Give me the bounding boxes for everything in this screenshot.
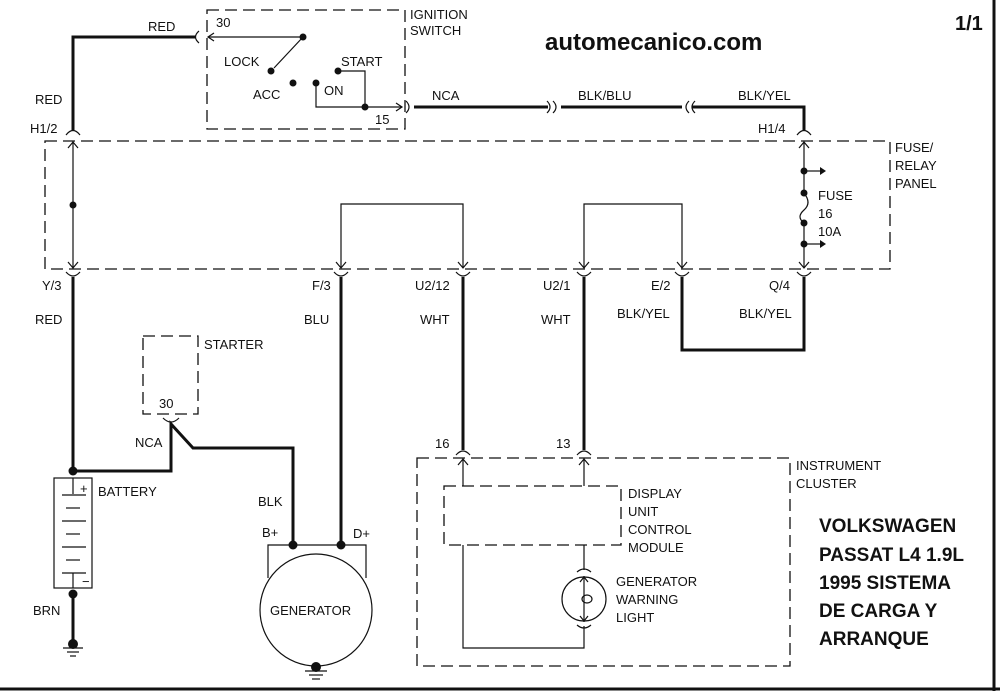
svg-text:B+: B+ [262,525,278,540]
svg-text:CONTROL: CONTROL [628,522,692,537]
svg-text:U2/1: U2/1 [543,278,570,293]
svg-text:MODULE: MODULE [628,540,684,555]
connector-15 [405,100,410,114]
svg-text:ON: ON [324,83,344,98]
wire-battery-starter-generator [73,420,295,545]
connector-30 [194,30,200,44]
svg-text:UNIT: UNIT [628,504,658,519]
wire-label: RED [148,19,175,34]
connector-h1-4 [796,129,812,136]
battery: + − BATTERY [53,466,157,599]
ground-icon [305,662,327,680]
svg-text:ACC: ACC [253,87,280,102]
svg-text:RELAY: RELAY [895,158,937,173]
connector-label: H1/2 [30,121,57,136]
svg-text:DISPLAY: DISPLAY [628,486,682,501]
wire-label: RED [35,312,62,327]
panel-bottom-connectors: Y/3 F/3 U2/12 U2/1 E/2 Q/4 [42,271,812,293]
instrument-cluster: 16 13 INSTRUMENT CLUSTER DISPLAY UNIT CO… [416,436,881,667]
svg-text:16: 16 [818,206,832,221]
svg-text:FUSE: FUSE [818,188,853,203]
svg-text:START: START [341,54,382,69]
svg-text:ARRANQUE: ARRANQUE [819,629,929,650]
generator: B+ D+ GENERATOR [259,525,373,667]
svg-text:PASSAT L4 1.9L: PASSAT L4 1.9L [819,545,964,566]
diagram-title: VOLKSWAGEN PASSAT L4 1.9L 1995 SISTEMA D… [819,516,964,650]
wire-label: BLK/YEL [738,88,791,103]
site-watermark: automecanico.com [545,29,762,56]
svg-text:SWITCH: SWITCH [410,23,461,38]
svg-text:PANEL: PANEL [895,176,937,191]
svg-text:13: 13 [556,436,570,451]
wire-label: NCA [432,88,460,103]
wire-red-top [71,35,196,130]
wire-label: BRN [33,603,60,618]
svg-text:INSTRUMENT: INSTRUMENT [796,458,881,473]
page-number: 1/1 [955,13,983,35]
svg-text:+: + [80,481,88,496]
starter: STARTER 30 [142,335,263,423]
fuse-relay-panel: FUSE/ RELAY PANEL FUSE 16 10A [44,140,937,270]
svg-text:LIGHT: LIGHT [616,610,654,625]
wire-blk-yel-loop [680,277,806,352]
svg-text:U2/12: U2/12 [415,278,450,293]
wire-label: BLK [258,494,283,509]
svg-text:10A: 10A [818,224,841,239]
svg-text:GENERATOR: GENERATOR [270,603,351,618]
svg-text:16: 16 [435,436,449,451]
wire-label: WHT [541,312,571,327]
svg-text:Q/4: Q/4 [769,278,790,293]
wire-label: RED [35,92,62,107]
svg-text:BATTERY: BATTERY [98,484,157,499]
svg-text:30: 30 [216,15,230,30]
svg-text:E/2: E/2 [651,278,671,293]
wire-label: BLK/YEL [617,306,670,321]
svg-text:D+: D+ [353,526,370,541]
svg-text:STARTER: STARTER [204,337,263,352]
svg-text:GENERATOR: GENERATOR [616,574,697,589]
svg-text:FUSE/: FUSE/ [895,140,934,155]
svg-text:IGNITION: IGNITION [410,7,468,22]
svg-text:Y/3: Y/3 [42,278,62,293]
wire-label: BLK/YEL [739,306,792,321]
svg-text:−: − [82,574,90,589]
svg-text:CLUSTER: CLUSTER [796,476,857,491]
wire-blk-yel-top [692,105,806,130]
svg-text:F/3: F/3 [312,278,331,293]
wire-label: BLU [304,312,329,327]
svg-text:1995 SISTEMA: 1995 SISTEMA [819,573,951,594]
svg-text:15: 15 [375,112,389,127]
ground-icon [63,639,83,657]
connector-label: H1/4 [758,121,785,136]
connector-inline-1 [546,100,557,114]
svg-text:30: 30 [159,396,173,411]
connector-h1-2 [65,129,81,136]
wire-label: NCA [135,435,163,450]
svg-text:LOCK: LOCK [224,54,260,69]
svg-text:VOLKSWAGEN: VOLKSWAGEN [819,516,956,537]
ignition-switch: IGNITION SWITCH 30 LOCK ACC ON START 15 [206,7,468,130]
svg-text:DE CARGA Y: DE CARGA Y [819,601,938,622]
wire-label: WHT [420,312,450,327]
svg-text:WARNING: WARNING [616,592,678,607]
wire-label: BLK/BLU [578,88,631,103]
